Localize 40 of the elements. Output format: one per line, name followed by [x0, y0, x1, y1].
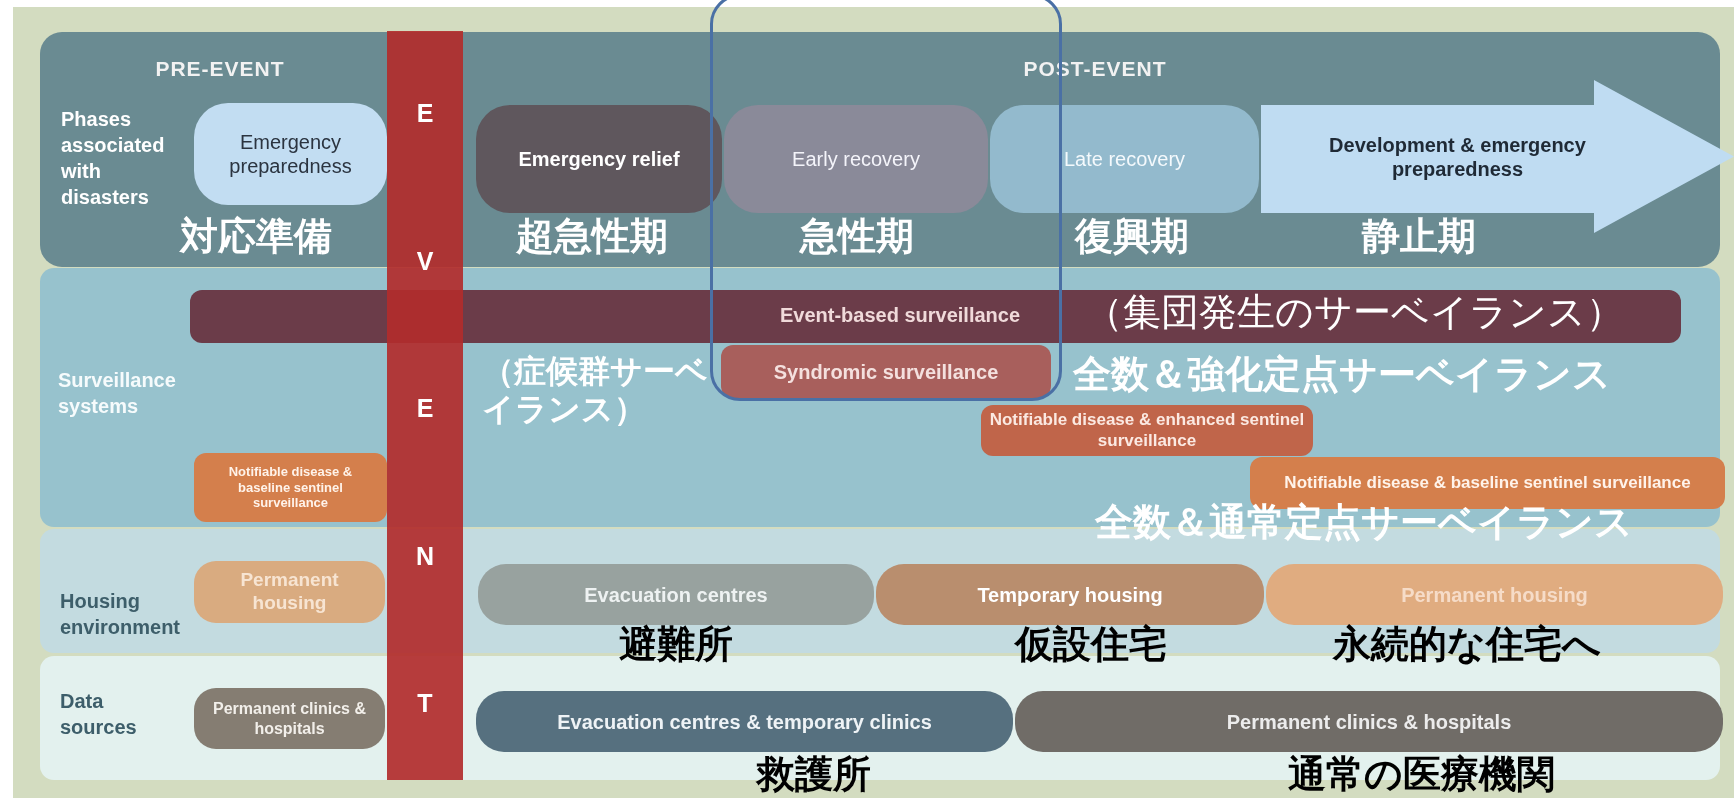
- event-bar: [387, 31, 463, 780]
- annotation: 仮設住宅: [1015, 622, 1168, 667]
- phase-pill: Evacuation centres: [478, 564, 874, 625]
- phase-pill: Notifiable disease & enhanced sentinel surveillance: [981, 405, 1313, 456]
- event-letter: V: [416, 246, 434, 276]
- phase-pill: Permanent housing: [194, 561, 385, 623]
- annotation: （症候群サーベイランス）: [482, 352, 708, 429]
- row-heading: Data sources: [60, 689, 138, 740]
- column-heading: PRE-EVENT: [154, 56, 286, 82]
- phase-pill: Syndromic surveillance: [721, 345, 1051, 398]
- phase-pill: Permanent housing: [1266, 564, 1723, 625]
- phase-pill: Early recovery: [724, 105, 988, 213]
- annotation: 避難所: [619, 622, 734, 667]
- row-heading: Surveillance systems: [58, 368, 177, 419]
- phase-pill: Permanent clinics & hospitals: [1015, 691, 1723, 752]
- phase-pill: Notifiable disease & baseline sentinel surveillance: [194, 453, 387, 522]
- row-heading: Housing environment: [60, 589, 182, 640]
- event-letter: T: [417, 689, 433, 718]
- phase-pill: Emergency preparedness: [194, 103, 387, 205]
- annotation: 通常の医療機関: [1288, 752, 1556, 797]
- event-letter: E: [416, 394, 434, 423]
- phase-pill: Permanent clinics & hospitals: [194, 688, 385, 749]
- annotation: 救護所: [757, 752, 872, 797]
- event-letter: E: [416, 99, 434, 128]
- annotation: 対応準備: [180, 214, 333, 259]
- annotation: 急性期: [800, 214, 915, 259]
- surveillance-bar: [190, 290, 1681, 343]
- annotation: 超急性期: [516, 214, 669, 259]
- annotation: 永続的な住宅へ: [1333, 622, 1602, 667]
- column-heading: POST-EVENT: [1022, 56, 1168, 82]
- annotation: （集団発生のサーベイランス）: [1085, 290, 1625, 335]
- phase-pill: Temporary housing: [876, 564, 1264, 625]
- bar-label: Event-based surveillance: [778, 303, 1022, 328]
- row-heading: Phases associated with disasters: [61, 107, 166, 210]
- phase-pill: Emergency relief: [476, 105, 722, 213]
- annotation: 全数＆強化定点サーベイランス: [1073, 352, 1612, 397]
- event-letter: N: [415, 541, 435, 571]
- annotation: 復興期: [1075, 214, 1190, 259]
- phase-pill: Evacuation centres & temporary clinics: [476, 691, 1013, 752]
- phase-pill: Late recovery: [990, 105, 1259, 213]
